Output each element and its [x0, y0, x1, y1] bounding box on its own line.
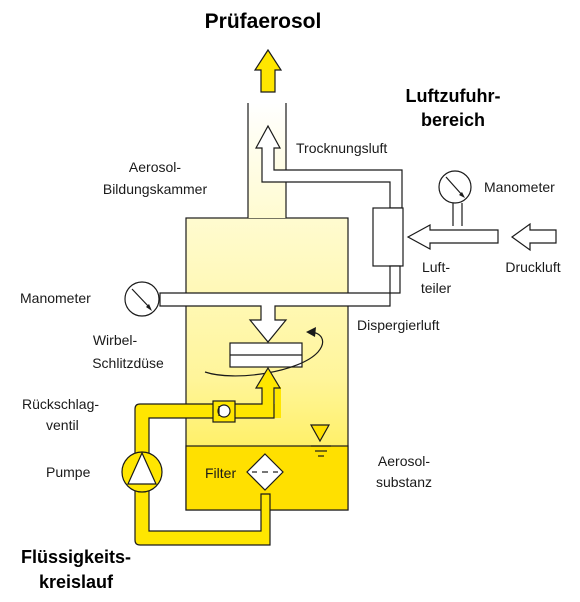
label-dispergierluft: Dispergierluft	[357, 317, 440, 333]
label-druckluft: Druckluft	[505, 259, 560, 275]
label-duese-1: Wirbel-	[93, 332, 138, 348]
label-substanz-1: Aerosol-	[378, 453, 430, 469]
nozzle-feed-pipe	[233, 366, 282, 419]
dispersion-air-pipe	[159, 265, 401, 343]
heading-kreislauf-1: Flüssigkeits-	[21, 547, 131, 567]
label-kammer-1: Aerosol-	[129, 159, 181, 175]
drying-air-pipe	[254, 124, 403, 209]
compressed-air-inlet-arrow	[406, 223, 499, 251]
label-ventil-1: Rückschlag-	[22, 396, 99, 412]
label-substanz-2: substanz	[376, 474, 432, 490]
gauge-icon-left	[124, 281, 160, 317]
page-title: Prüfaerosol	[205, 10, 322, 33]
druckluft-arrow	[510, 222, 557, 252]
label-filter: Filter	[205, 465, 236, 481]
filter-icon	[246, 453, 284, 491]
gauge-icon-right	[438, 170, 472, 204]
heading-luftzufuhr-2: bereich	[421, 110, 485, 130]
heading-luftzufuhr-1: Luftzufuhr-	[406, 86, 501, 106]
check-valve-icon	[212, 400, 236, 423]
label-manometer-right: Manometer	[484, 179, 555, 195]
label-luftteiler-2: teiler	[421, 280, 452, 296]
label-trocknungsluft: Trocknungsluft	[296, 140, 387, 156]
label-manometer-left: Manometer	[20, 290, 91, 306]
liquid-level-icon	[309, 424, 331, 457]
label-ventil-2: ventil	[46, 417, 79, 433]
pump-icon	[121, 451, 163, 493]
air-splitter-box	[372, 207, 404, 267]
liquid-loop	[134, 403, 271, 546]
label-pumpe: Pumpe	[46, 464, 91, 480]
swirl-arrow-icon	[204, 327, 324, 377]
label-duese-2: Schlitzdüse	[92, 355, 164, 371]
label-luftteiler-1: Luft-	[422, 259, 450, 275]
output-arrow	[253, 48, 283, 93]
heading-kreislauf-2: kreislauf	[39, 572, 114, 592]
label-kammer-2: Bildungskammer	[103, 181, 208, 197]
swirl-slit-nozzle	[229, 342, 303, 368]
